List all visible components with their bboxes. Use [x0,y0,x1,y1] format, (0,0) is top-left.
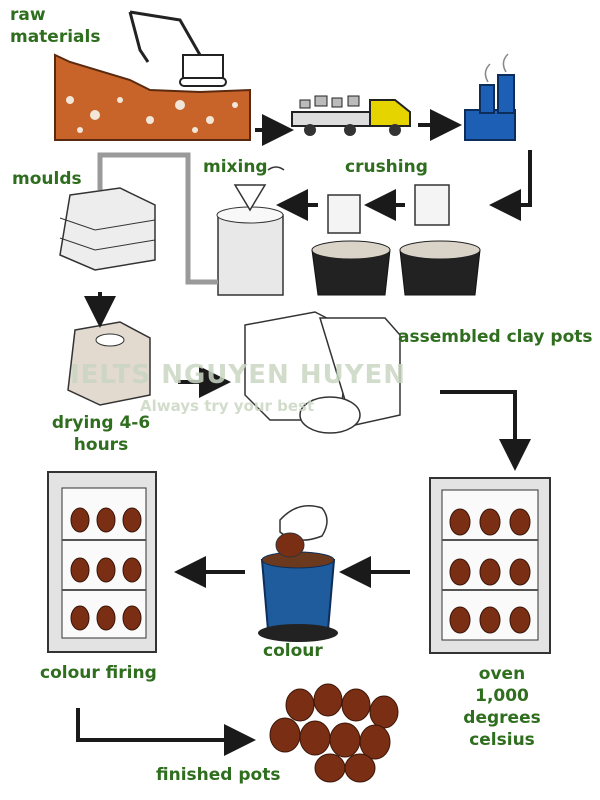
label-crushing: crushing [345,157,428,177]
finished-pots-icon [269,683,399,783]
label-drying: drying 4-6 hours [51,413,151,455]
arrow-firing-to-finished [76,708,256,756]
label-oven: oven 1,000 degrees celsius [463,664,541,750]
drying-mould-icon [67,321,151,406]
label-moulds: moulds [12,169,82,189]
colour-firing-kiln-icon [47,471,157,653]
colour-bucket-icon [258,505,338,642]
moulds-icon [59,187,156,271]
label-mixing: mixing [203,157,268,177]
excavator-icon [54,10,251,141]
label-colour: colour [263,641,323,661]
label-raw-materials: raw materials [10,5,101,47]
label-assembled-clay-pots: assembled clay pots [398,327,593,347]
label-colour-firing: colour firing [40,663,157,683]
crushing-bowl-icon [311,194,391,296]
crusher-icon [399,184,481,296]
label-finished-pots: finished pots [156,765,281,785]
arrow-factory-to-crusher [489,150,532,221]
watermark-brand: IELTS NGUYEN HUYEN [70,360,407,390]
truck-icon [291,95,411,136]
mixer-icon [216,166,285,296]
oven-icon [429,477,551,654]
factory-icon [464,53,516,141]
watermark-slogan: Always try your best [140,397,315,415]
assembled-pot-icon [244,311,401,434]
arrow-assembled-to-oven [440,390,531,471]
pipe-icon [97,152,218,285]
